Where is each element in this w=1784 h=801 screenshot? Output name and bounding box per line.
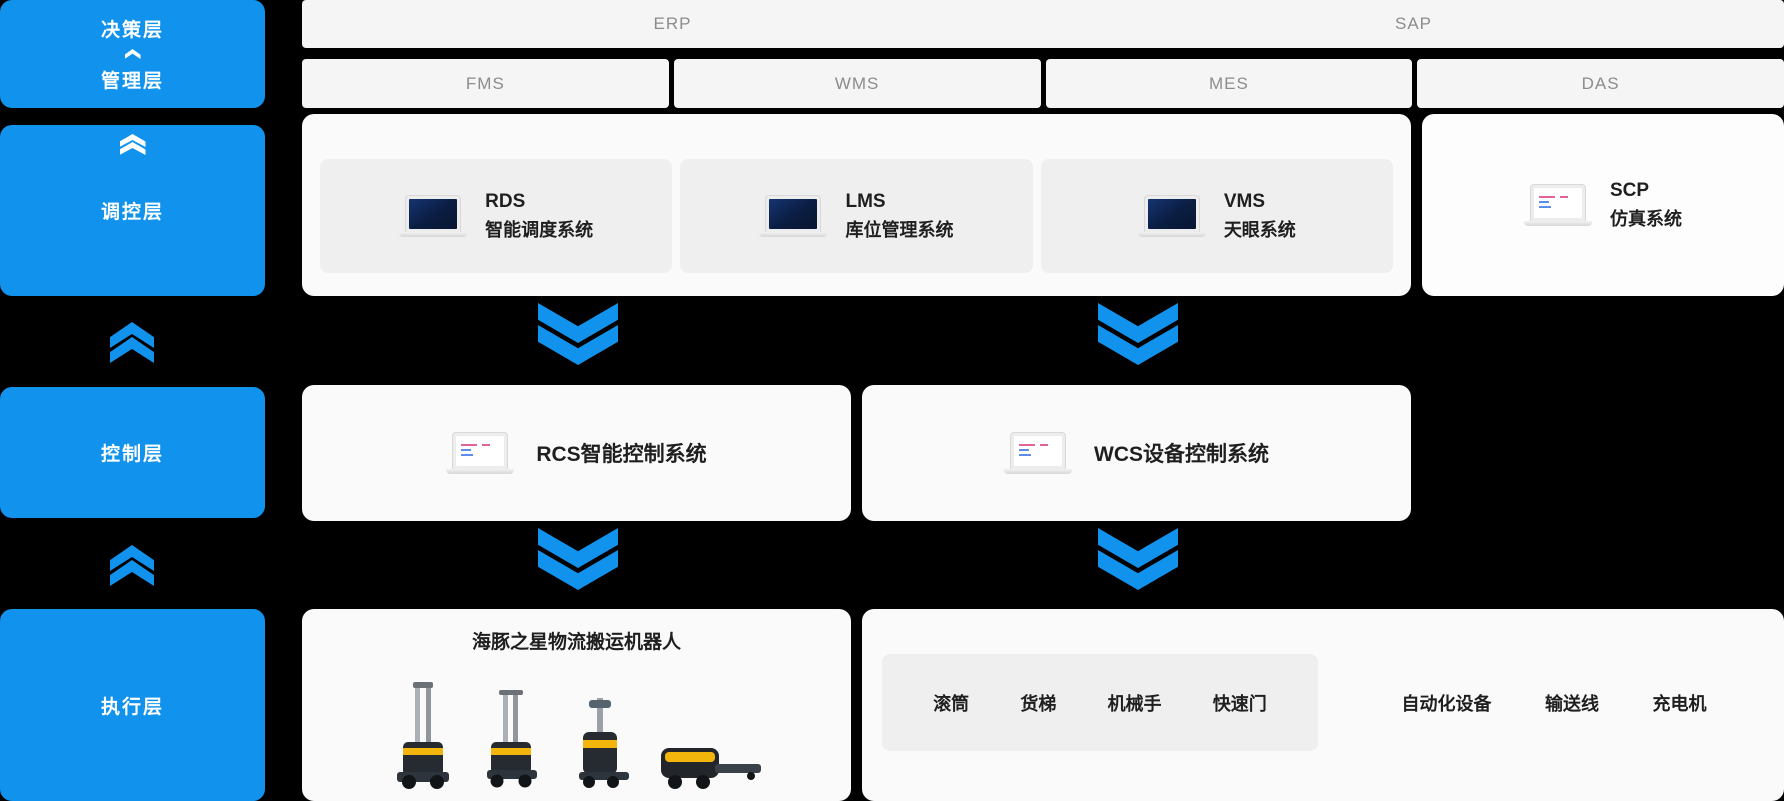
system-name: 仿真系统 [1610,208,1682,229]
laptop-icon [1524,184,1592,226]
scp-system-card: SCP 仿真系统 [1422,114,1784,296]
devices-inner-group: 滚筒 货梯 机械手 快速门 [882,654,1318,751]
wms-label: WMS [673,59,1041,108]
vms-system-card: VMS 天眼系统 [1040,159,1393,273]
sap-label: SAP [1394,14,1433,33]
system-category-bar: FMS WMS MES DAS [302,59,1784,108]
system-code: LMS [845,190,886,212]
robot-image-1 [397,682,449,789]
system-code: VMS [1223,190,1265,212]
up-arrow-icon [110,545,154,586]
rds-system-card: RDS 智能调度系统 [320,159,673,273]
scheduling-systems-panel: RDS 智能调度系统 LMS 库位管理系统 VMS 天眼系统 [302,114,1411,296]
laptop-icon [1004,432,1072,474]
erp-sap-bar: ERP SAP [302,0,1784,48]
das-label: DAS [1417,59,1784,108]
system-code: RDS [485,190,526,212]
up-chevrons-icon [119,134,146,155]
device-label: 输送线 [1545,693,1599,714]
laptop-icon [399,195,468,237]
laptop-icon [759,195,828,237]
wcs-control-panel: WCS设备控制系统 [862,385,1411,521]
laptop-icon [446,432,515,474]
robot-images [302,662,851,790]
up-arrow-icon [110,322,154,363]
down-arrow-icon [538,303,618,365]
device-label: 滚筒 [933,693,970,714]
device-label: 机械手 [1107,693,1162,714]
up-chevron-icon [124,49,141,59]
robots-panel: 海豚之星物流搬运机器人 [302,609,851,801]
device-label: 自动化设备 [1401,693,1492,714]
down-arrow-icon [538,528,618,590]
down-arrow-icon [1098,303,1178,365]
erp-label: ERP [653,14,692,33]
layer-box-execution: 执行层 [0,609,265,801]
system-name: 天眼系统 [1223,219,1296,240]
mes-label: MES [1045,59,1413,108]
system-code: SCP [1610,179,1650,201]
rcs-control-panel: RCS智能控制系统 [302,385,851,521]
layer-label-regulation: 调控层 [100,202,164,223]
down-arrow-icon [1098,528,1178,590]
system-name: 库位管理系统 [845,219,954,240]
layer-label-execution: 执行层 [100,696,164,718]
layer-label-management: 管理层 [100,71,164,92]
layer-box-regulation: 调控层 [0,125,265,296]
device-label: 快速门 [1212,693,1267,714]
layer-box-decision-management: 决策层 管理层 [0,0,265,108]
laptop-icon [1137,195,1206,237]
devices-outer-group: 自动化设备 输送线 充电机 [1348,654,1760,751]
lms-system-card: LMS 库位管理系统 [680,159,1033,273]
robot-image-3 [579,698,629,788]
fms-label: FMS [302,59,669,108]
layer-label-decision: 决策层 [100,20,164,41]
system-name: 智能调度系统 [485,219,594,240]
robot-image-2 [487,690,537,788]
rcs-label: RCS智能控制系统 [536,443,707,466]
layer-box-control: 控制层 [0,387,265,518]
wcs-label: WCS设备控制系统 [1094,443,1269,466]
robots-title: 海豚之星物流搬运机器人 [471,632,681,653]
device-label: 充电机 [1652,693,1707,714]
layer-label-control: 控制层 [100,444,164,465]
devices-panel: 滚筒 货梯 机械手 快速门 自动化设备 输送线 充电机 [862,609,1784,801]
device-label: 货梯 [1020,693,1057,714]
robot-image-4 [661,748,761,789]
